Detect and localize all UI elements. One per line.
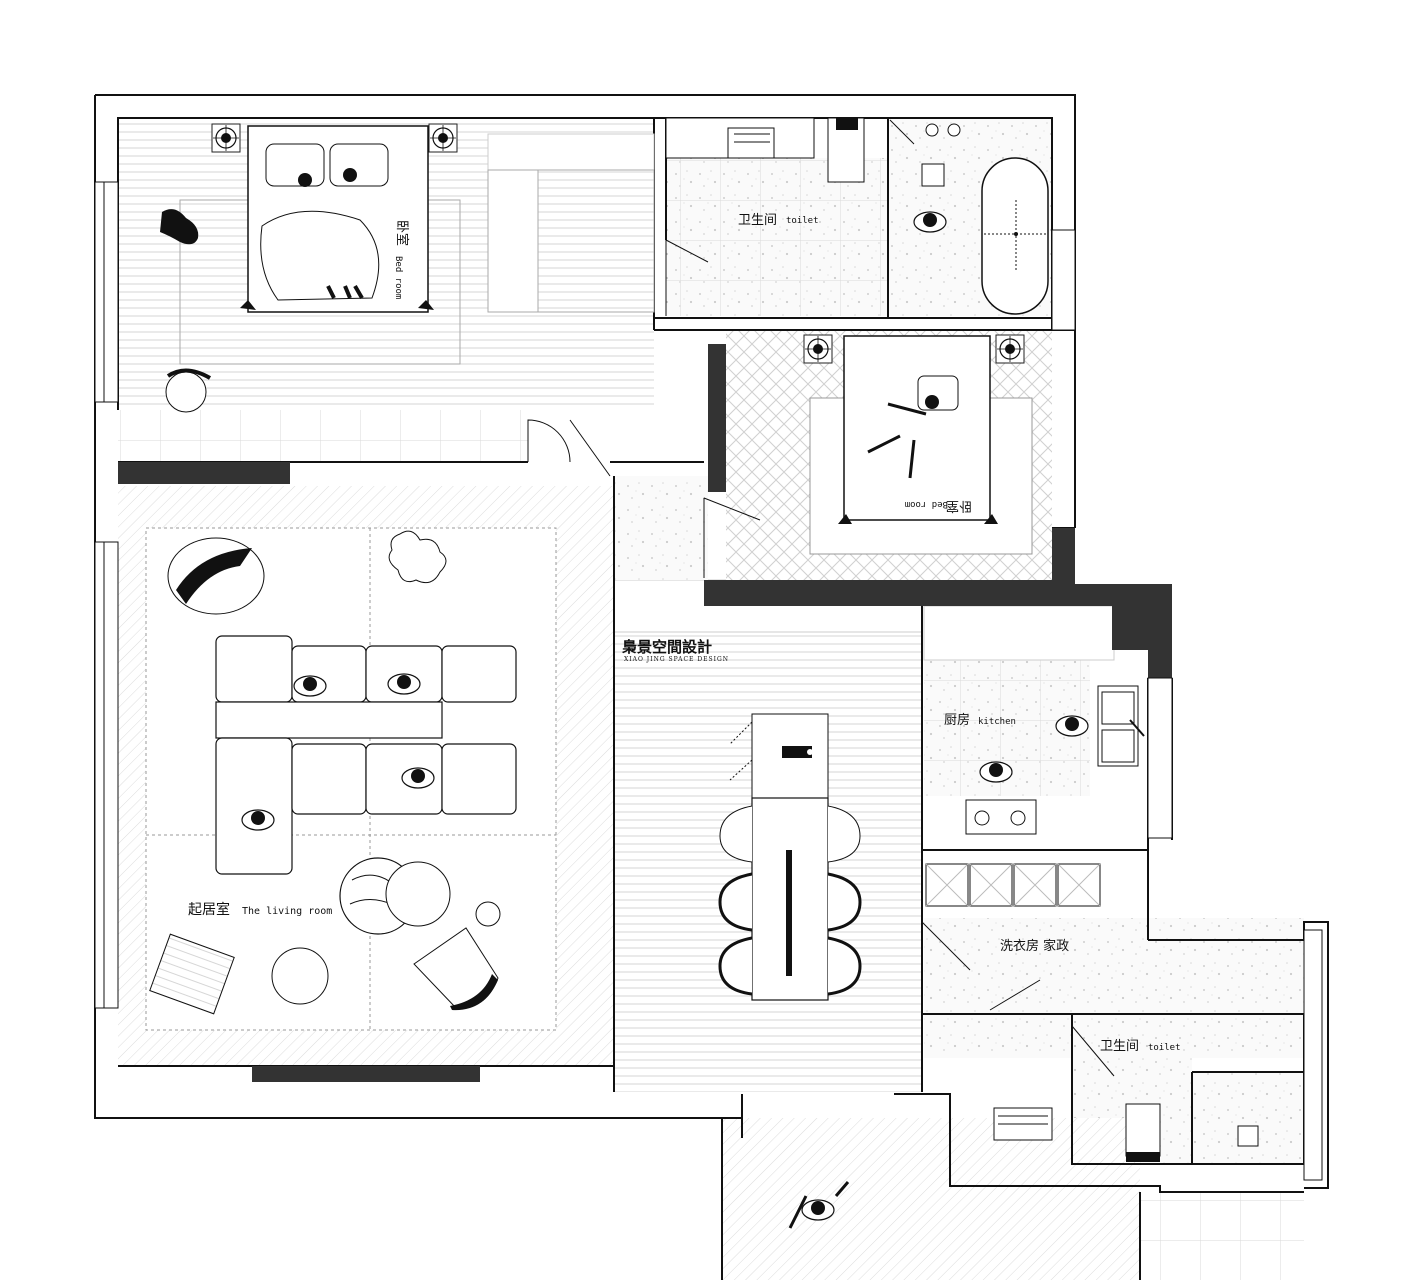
kitchen-label-en: kitchen xyxy=(978,717,1016,727)
master-bedroom: 卧室 Bed room xyxy=(160,123,655,413)
brand-name: 梟景空間設計 xyxy=(621,638,712,656)
living-room-label-en: The living room xyxy=(242,906,332,917)
sofa-icon xyxy=(215,635,517,875)
solid-walls xyxy=(118,344,1172,1082)
doors xyxy=(527,119,1115,1077)
person-icon xyxy=(293,675,327,697)
chair-icon xyxy=(165,368,212,413)
person-icon xyxy=(387,673,421,695)
living-room-label-cn: 起居室 xyxy=(188,901,230,918)
stove-icon xyxy=(965,799,1037,835)
person-icon xyxy=(801,1199,835,1221)
bed-icon xyxy=(838,335,998,524)
toilet-small-label-cn: 卫生间 xyxy=(1100,1039,1139,1054)
floor-lamp-icon xyxy=(211,123,241,153)
bedroom-2-label-en: Bed room xyxy=(905,499,948,509)
side-chair-icon xyxy=(167,537,265,615)
kitchen-label-cn: 厨房 xyxy=(944,712,970,728)
toilet-main: 卫生间 toilet xyxy=(665,117,1049,315)
dining: 梟景空間設計 XIAO JING SPACE DESIGN xyxy=(621,638,862,1001)
armchair-icon xyxy=(149,933,235,1015)
person-icon xyxy=(401,767,435,789)
kitchen: 厨房 kitchen xyxy=(944,685,1145,835)
master-bedroom-label-en: Bed room xyxy=(393,256,403,299)
floor-lamp-icon xyxy=(803,334,833,364)
bedroom-2: 卧室 Bed room xyxy=(803,334,1025,524)
living-room: 起居室 The living room xyxy=(149,530,517,1015)
windows xyxy=(94,181,1323,1181)
dog-icon xyxy=(160,209,199,245)
bedroom-2-label-cn: 卧室 xyxy=(946,498,972,514)
toilet-main-label-en: toilet xyxy=(786,216,819,226)
coffee-table-icon xyxy=(271,857,501,1005)
person-icon xyxy=(241,809,275,831)
floor-lamp-icon xyxy=(995,334,1025,364)
person-icon xyxy=(1055,715,1089,737)
toilet-small: 卫生间 toilet xyxy=(993,1039,1259,1162)
bed-icon xyxy=(240,125,434,313)
laundry: 洗衣房 家政 xyxy=(925,863,1101,954)
floor-lamp-icon xyxy=(428,123,458,153)
lounge-chair-icon xyxy=(413,927,499,1011)
balcony xyxy=(788,1181,850,1229)
toilet-main-label-cn: 卫生间 xyxy=(738,213,777,228)
laundry-label: 洗衣房 家政 xyxy=(1000,938,1069,954)
toilet-small-label-en: toilet xyxy=(1148,1043,1181,1053)
brand-tagline: XIAO JING SPACE DESIGN xyxy=(624,656,729,663)
person-icon xyxy=(913,211,947,233)
person-icon xyxy=(979,761,1013,783)
master-bedroom-label-cn: 卧室 xyxy=(394,220,410,246)
bathtub-icon xyxy=(981,157,1049,315)
dining-table-icon xyxy=(751,797,829,1001)
sink-icon xyxy=(1101,691,1135,725)
plant-icon xyxy=(388,530,447,584)
